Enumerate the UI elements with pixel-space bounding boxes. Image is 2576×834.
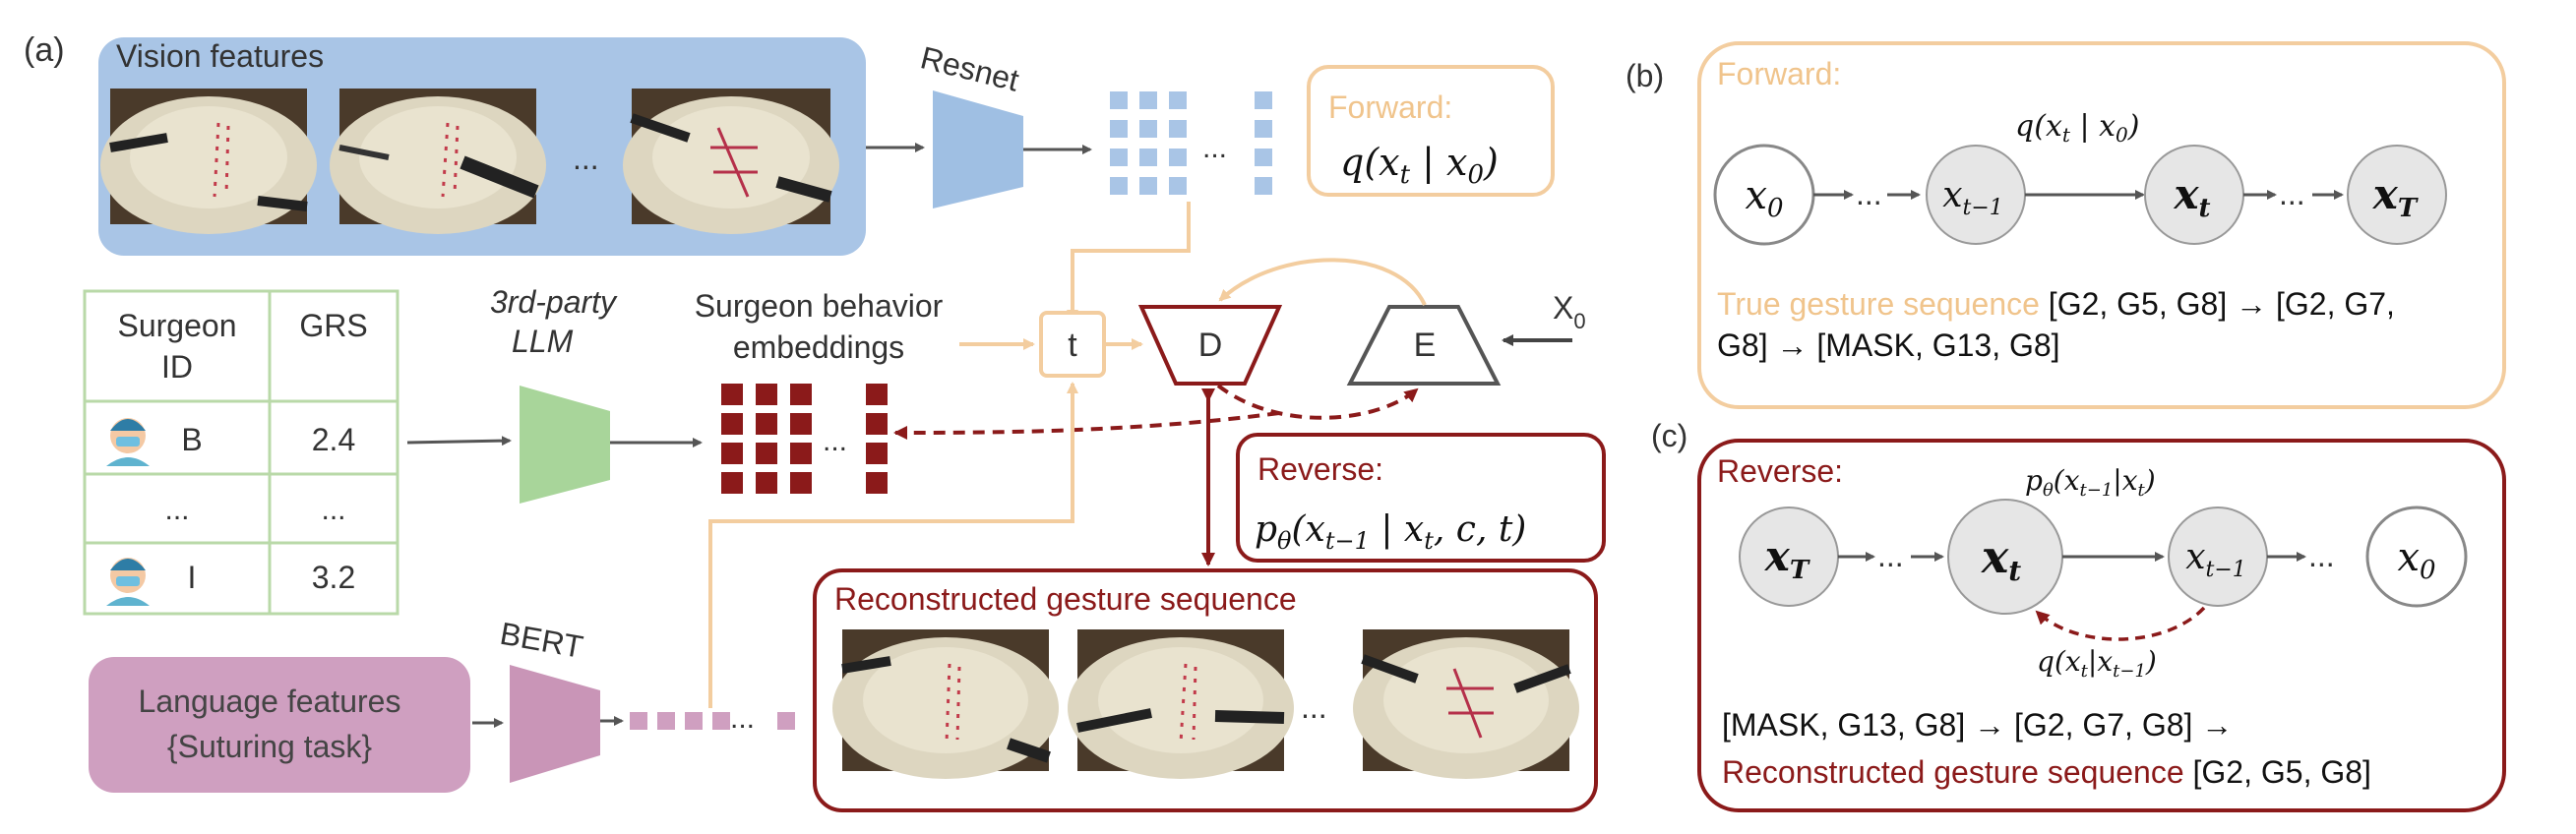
language-feature-vectors [630,712,795,730]
forward-panel-title: Forward: [1717,56,1841,91]
arrow-d-to-e-dashed [1216,384,1419,420]
node-x0: x0 [1713,144,1815,246]
surgeon-avatar-icon [106,558,150,606]
reconstructed-frame-3 [1353,629,1579,779]
reconstructed-frame-2 [1068,629,1294,779]
reverse-sequence-line-2: Reconstructed gesture sequence [G2, G5, … [1722,754,2371,790]
reconstructed-sequence-title: Reconstructed gesture sequence [834,581,1297,617]
panel-a-label: (a) [24,31,65,69]
panel-c-label: (c) [1651,418,1687,453]
forward-ellipsis-1: ... [1856,176,1882,211]
forward-box-title: Forward: [1328,89,1452,125]
node-x-t-minus-1-rev: xt−1 [2168,506,2268,607]
reverse-box [1236,433,1606,563]
vision-frame-1 [100,89,317,234]
node-x-t-rev: xt [1947,499,2063,615]
resnet-label: Resnet [917,39,1022,97]
arrow-vision-to-t [1067,202,1191,322]
table-row-1-grs: 2.4 [312,422,355,457]
table-row-3-grs: 3.2 [312,560,355,595]
bert-encoder [510,665,600,783]
reverse-ellipsis-2: ... [2308,538,2335,573]
reconstructed-frame-1 [832,629,1059,779]
bert-label: BERT [498,616,586,665]
surgeon-embedding-vectors [721,384,888,494]
edge-xt1-to-xt-dashed [2035,606,2206,641]
vision-feature-vectors [1110,91,1272,195]
t-label: t [1068,327,1077,364]
arrow-language-to-t [708,382,1078,708]
reverse-sequence-line-1: [MASK, G13, G8] → [G2, G7, G8] → [1722,707,2233,743]
table-row-3-id: I [188,560,197,595]
reconstructed-ellipsis: ... [1301,689,1327,725]
table-header-grs: GRS [299,308,367,343]
forward-panel-box [1697,41,2506,409]
table-row-2-grs: ... [321,494,345,526]
node-x-T: xT [2347,145,2447,245]
surgeon-avatar-icon [106,418,150,466]
svg-text:x0: x0 [1745,173,1783,223]
node-x-t: xt [2144,145,2244,245]
reverse-ellipsis-1: ... [1877,538,1904,573]
panel-b-label: (b) [1625,58,1664,93]
language-features-box [89,657,470,793]
embeddings-ellipsis: ... [823,425,847,457]
decoder-d-label: D [1198,327,1223,364]
reverse-panel-title: Reverse: [1717,453,1843,489]
forward-sequence-line-2: G8] → [MASK, G13, G8] [1717,328,2060,363]
x0-label: X0 [1553,290,1586,333]
reverse-box-formula: pθ(xt−1 | xt, c, t) [1255,509,1526,555]
node-x0-rev: x0 [2365,506,2468,608]
forward-sequence-line-1: True gesture sequence [G2, G5, G8] → [G2… [1717,286,2395,322]
forward-box-formula: q(xt | x0) [1340,141,1499,190]
node-x-t-minus-1: xt−1 [1926,145,2026,245]
llm-encoder [520,386,610,504]
vision-ellipsis: ... [573,141,599,176]
forward-ellipsis-2: ... [2279,176,2305,211]
language-vector-ellipsis: ... [730,702,755,735]
arrow-table-to-llm [406,436,512,447]
surgeon-table [83,289,399,616]
encoder-e [1346,305,1502,386]
resnet-encoder [933,90,1023,208]
language-features-label: Language features{Suturing task} [139,684,401,764]
vision-frame-3 [623,89,839,234]
encoder-e-label: E [1414,327,1437,364]
arrow-e-to-d [1218,258,1427,306]
vision-vector-ellipsis: ... [1202,132,1227,164]
node-x-T-rev: xT [1739,506,1839,607]
decoder-d [1137,305,1283,386]
vision-features-title: Vision features [116,38,324,74]
table-row-1-id: B [181,422,202,457]
t-box [1039,311,1106,378]
forward-box [1307,65,1555,197]
reverse-box-title: Reverse: [1257,451,1383,487]
reverse-panel-box [1697,439,2506,812]
arrow-to-embeddings-dashed [893,411,1280,440]
table-row-2-id: ... [164,494,189,526]
vision-frame-2 [330,89,546,234]
